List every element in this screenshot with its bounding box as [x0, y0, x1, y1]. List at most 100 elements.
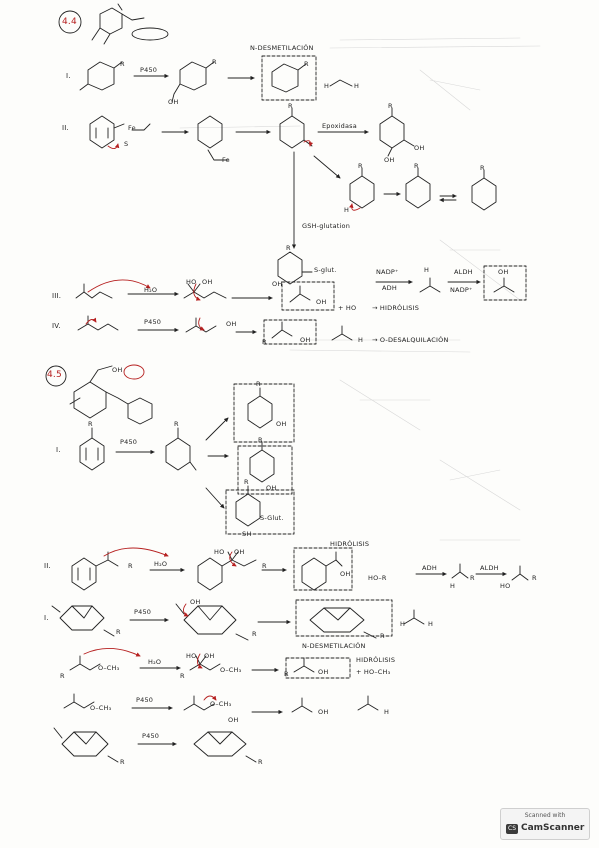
- h-label: H: [400, 620, 406, 628]
- p450-label: P450: [134, 608, 152, 616]
- step-44-iii-scheme: [75, 265, 527, 311]
- o-ch3-label: O–CH₃: [220, 666, 242, 674]
- oh-label: OH: [414, 144, 425, 152]
- ho-r-label: HO–R: [368, 574, 387, 582]
- step-44-iv-scheme: [77, 315, 353, 345]
- o-ch3-label: O–CH₃: [90, 704, 112, 712]
- sh-label: SH: [242, 530, 252, 538]
- r-label: R: [212, 58, 217, 66]
- section-45-label: 4.5: [47, 370, 62, 380]
- r-label: R: [256, 380, 261, 388]
- step-45-i-number-b: I.: [44, 614, 49, 622]
- oh-label: OH: [318, 708, 329, 716]
- section-44-label: 4.4: [62, 17, 77, 27]
- r-label: R: [470, 574, 475, 582]
- h-label: H: [450, 582, 456, 590]
- fe-label: Fe: [128, 124, 136, 132]
- h-label: H: [424, 266, 430, 274]
- ho-label: HO: [214, 548, 225, 556]
- n-desmetilacion-label-1: N-DESMETILACIÓN: [250, 44, 314, 52]
- step-44-ii-scheme: [89, 107, 497, 285]
- oh-label: OH: [498, 268, 509, 276]
- step-45-methyl-ester-scheme: [69, 655, 351, 679]
- step-45-i-number: I.: [56, 446, 61, 454]
- oh-label: OH: [202, 278, 213, 286]
- fe-label: Fe: [222, 156, 230, 164]
- p450-label: P450: [144, 318, 162, 326]
- h-label: H: [358, 336, 364, 344]
- step-44-iv-number: IV.: [52, 322, 61, 330]
- h-label: H: [428, 620, 434, 628]
- header-molecule-45: [45, 364, 153, 425]
- oh-label: OH: [272, 280, 283, 288]
- ho-ch3-label: + HO–CH₃: [356, 668, 391, 676]
- oh-label: OH: [190, 598, 201, 606]
- r-label: R: [358, 162, 363, 170]
- r-label: R: [480, 164, 485, 172]
- watermark-caption: Scanned with: [524, 812, 566, 819]
- r-label: R: [288, 102, 293, 110]
- h-label: H: [354, 82, 360, 90]
- adh-label: ADH: [382, 284, 397, 292]
- h2o-label: H₂O: [148, 658, 162, 666]
- r-label: R: [380, 632, 385, 640]
- r-label: R: [388, 102, 393, 110]
- camscanner-logo-icon: CS: [506, 824, 518, 834]
- hidrolisis-label-1: → HIDRÓLISIS: [372, 304, 420, 312]
- camscanner-watermark: Scanned with CS CamScanner: [500, 808, 590, 840]
- r-label: R: [258, 758, 263, 766]
- s-glut-label-2: S-Glut.: [260, 514, 284, 522]
- s-label: S: [124, 140, 129, 148]
- step-44-i-scheme: [79, 55, 353, 103]
- r-label: R: [244, 478, 249, 486]
- gsh-glutation-label: GSH-glutation: [302, 222, 351, 230]
- s-glut-label-1: S-glut.: [314, 266, 337, 274]
- o-ch3-label: O–CH₃: [210, 700, 232, 708]
- r-label: R: [252, 630, 257, 638]
- step-44-ii-number: II.: [62, 124, 69, 132]
- r-label: R: [262, 338, 267, 346]
- r-label: R: [60, 672, 65, 680]
- h2o-label: H₂O: [154, 560, 168, 568]
- step-45-n-oxidation-scheme: [53, 727, 257, 763]
- p450-label: P450: [136, 696, 154, 704]
- aldh-label: ALDH: [454, 268, 473, 276]
- r-label: R: [532, 574, 537, 582]
- r-label: R: [304, 60, 309, 68]
- step-45-o-dealkylation-scheme: [63, 693, 379, 715]
- oh-label: OH: [276, 420, 287, 428]
- oh-label: OH: [340, 570, 351, 578]
- o-ch3-label: O–CH₃: [98, 664, 120, 672]
- r-label: R: [128, 562, 133, 570]
- ho-label: HO: [186, 652, 197, 660]
- epoxidasa-label: Epoxidasa: [322, 122, 357, 130]
- r-label: R: [180, 672, 185, 680]
- nadp-plus-label: NADP⁺: [376, 268, 399, 276]
- r-label: R: [116, 628, 121, 636]
- p450-label: P450: [142, 732, 160, 740]
- oh-label: OH: [266, 484, 277, 492]
- o-desalquilacion-label: → O-DESALQUILACIÓN: [372, 336, 449, 344]
- header-molecule-44: [58, 3, 169, 45]
- oh-label: OH: [384, 156, 395, 164]
- red-curved-arrows: [83, 140, 361, 701]
- r-label: R: [258, 436, 263, 444]
- r-label: R: [88, 420, 93, 428]
- nadp-label: NADP⁺: [450, 286, 473, 294]
- step-44-i-number: I.: [66, 72, 71, 80]
- oh-label: OH: [300, 336, 311, 344]
- hidrolisis-label-2: HIDRÓLISIS: [330, 540, 370, 548]
- oh-label: OH: [228, 716, 239, 724]
- p450-label: P450: [120, 438, 138, 446]
- h2o-label: H₂O: [144, 286, 158, 294]
- h-label: H: [344, 206, 350, 214]
- step-45-n-demethylation-scheme: [51, 599, 425, 641]
- oh-label: OH: [112, 366, 123, 374]
- r-label: R: [174, 420, 179, 428]
- p450-label: P450: [140, 66, 158, 74]
- bleed-through-marks: [179, 37, 541, 541]
- aldh-label: ALDH: [480, 564, 499, 572]
- oh-label: OH: [318, 668, 329, 676]
